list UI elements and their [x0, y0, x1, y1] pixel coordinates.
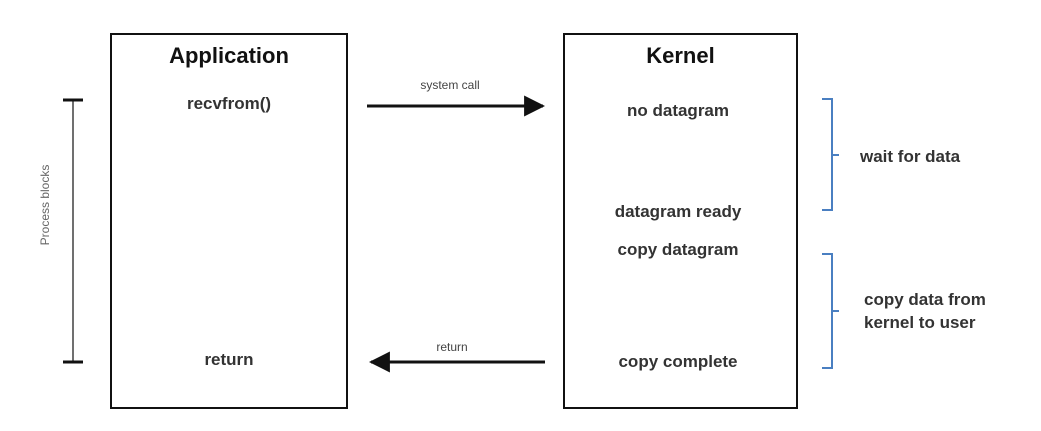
copy-data-label: copy data from kernel to user [864, 288, 986, 334]
kernel-title: Kernel [646, 43, 715, 68]
copy-data-line1: copy data from [864, 290, 986, 309]
return-arrow-label: return [436, 340, 468, 354]
process-blocks-label: Process blocks [38, 164, 52, 246]
copy-complete-label: copy complete [618, 352, 738, 371]
wait-for-data-label: wait for data [860, 147, 961, 166]
application-return-label: return [204, 350, 254, 369]
copy-bracket [822, 253, 839, 369]
copy-datagram-label: copy datagram [617, 240, 739, 259]
datagram-ready-label: datagram ready [614, 202, 742, 221]
system-call-label: system call [420, 78, 480, 92]
no-datagram-label: no datagram [626, 101, 730, 120]
kernel-box: Kernel [563, 33, 798, 409]
wait-bracket [822, 98, 839, 211]
process-blocks-timeline [63, 98, 83, 364]
application-title: Application [169, 43, 289, 68]
application-box: Application [110, 33, 348, 409]
recvfrom-label: recvfrom() [186, 94, 272, 113]
copy-data-line2: kernel to user [864, 313, 976, 332]
